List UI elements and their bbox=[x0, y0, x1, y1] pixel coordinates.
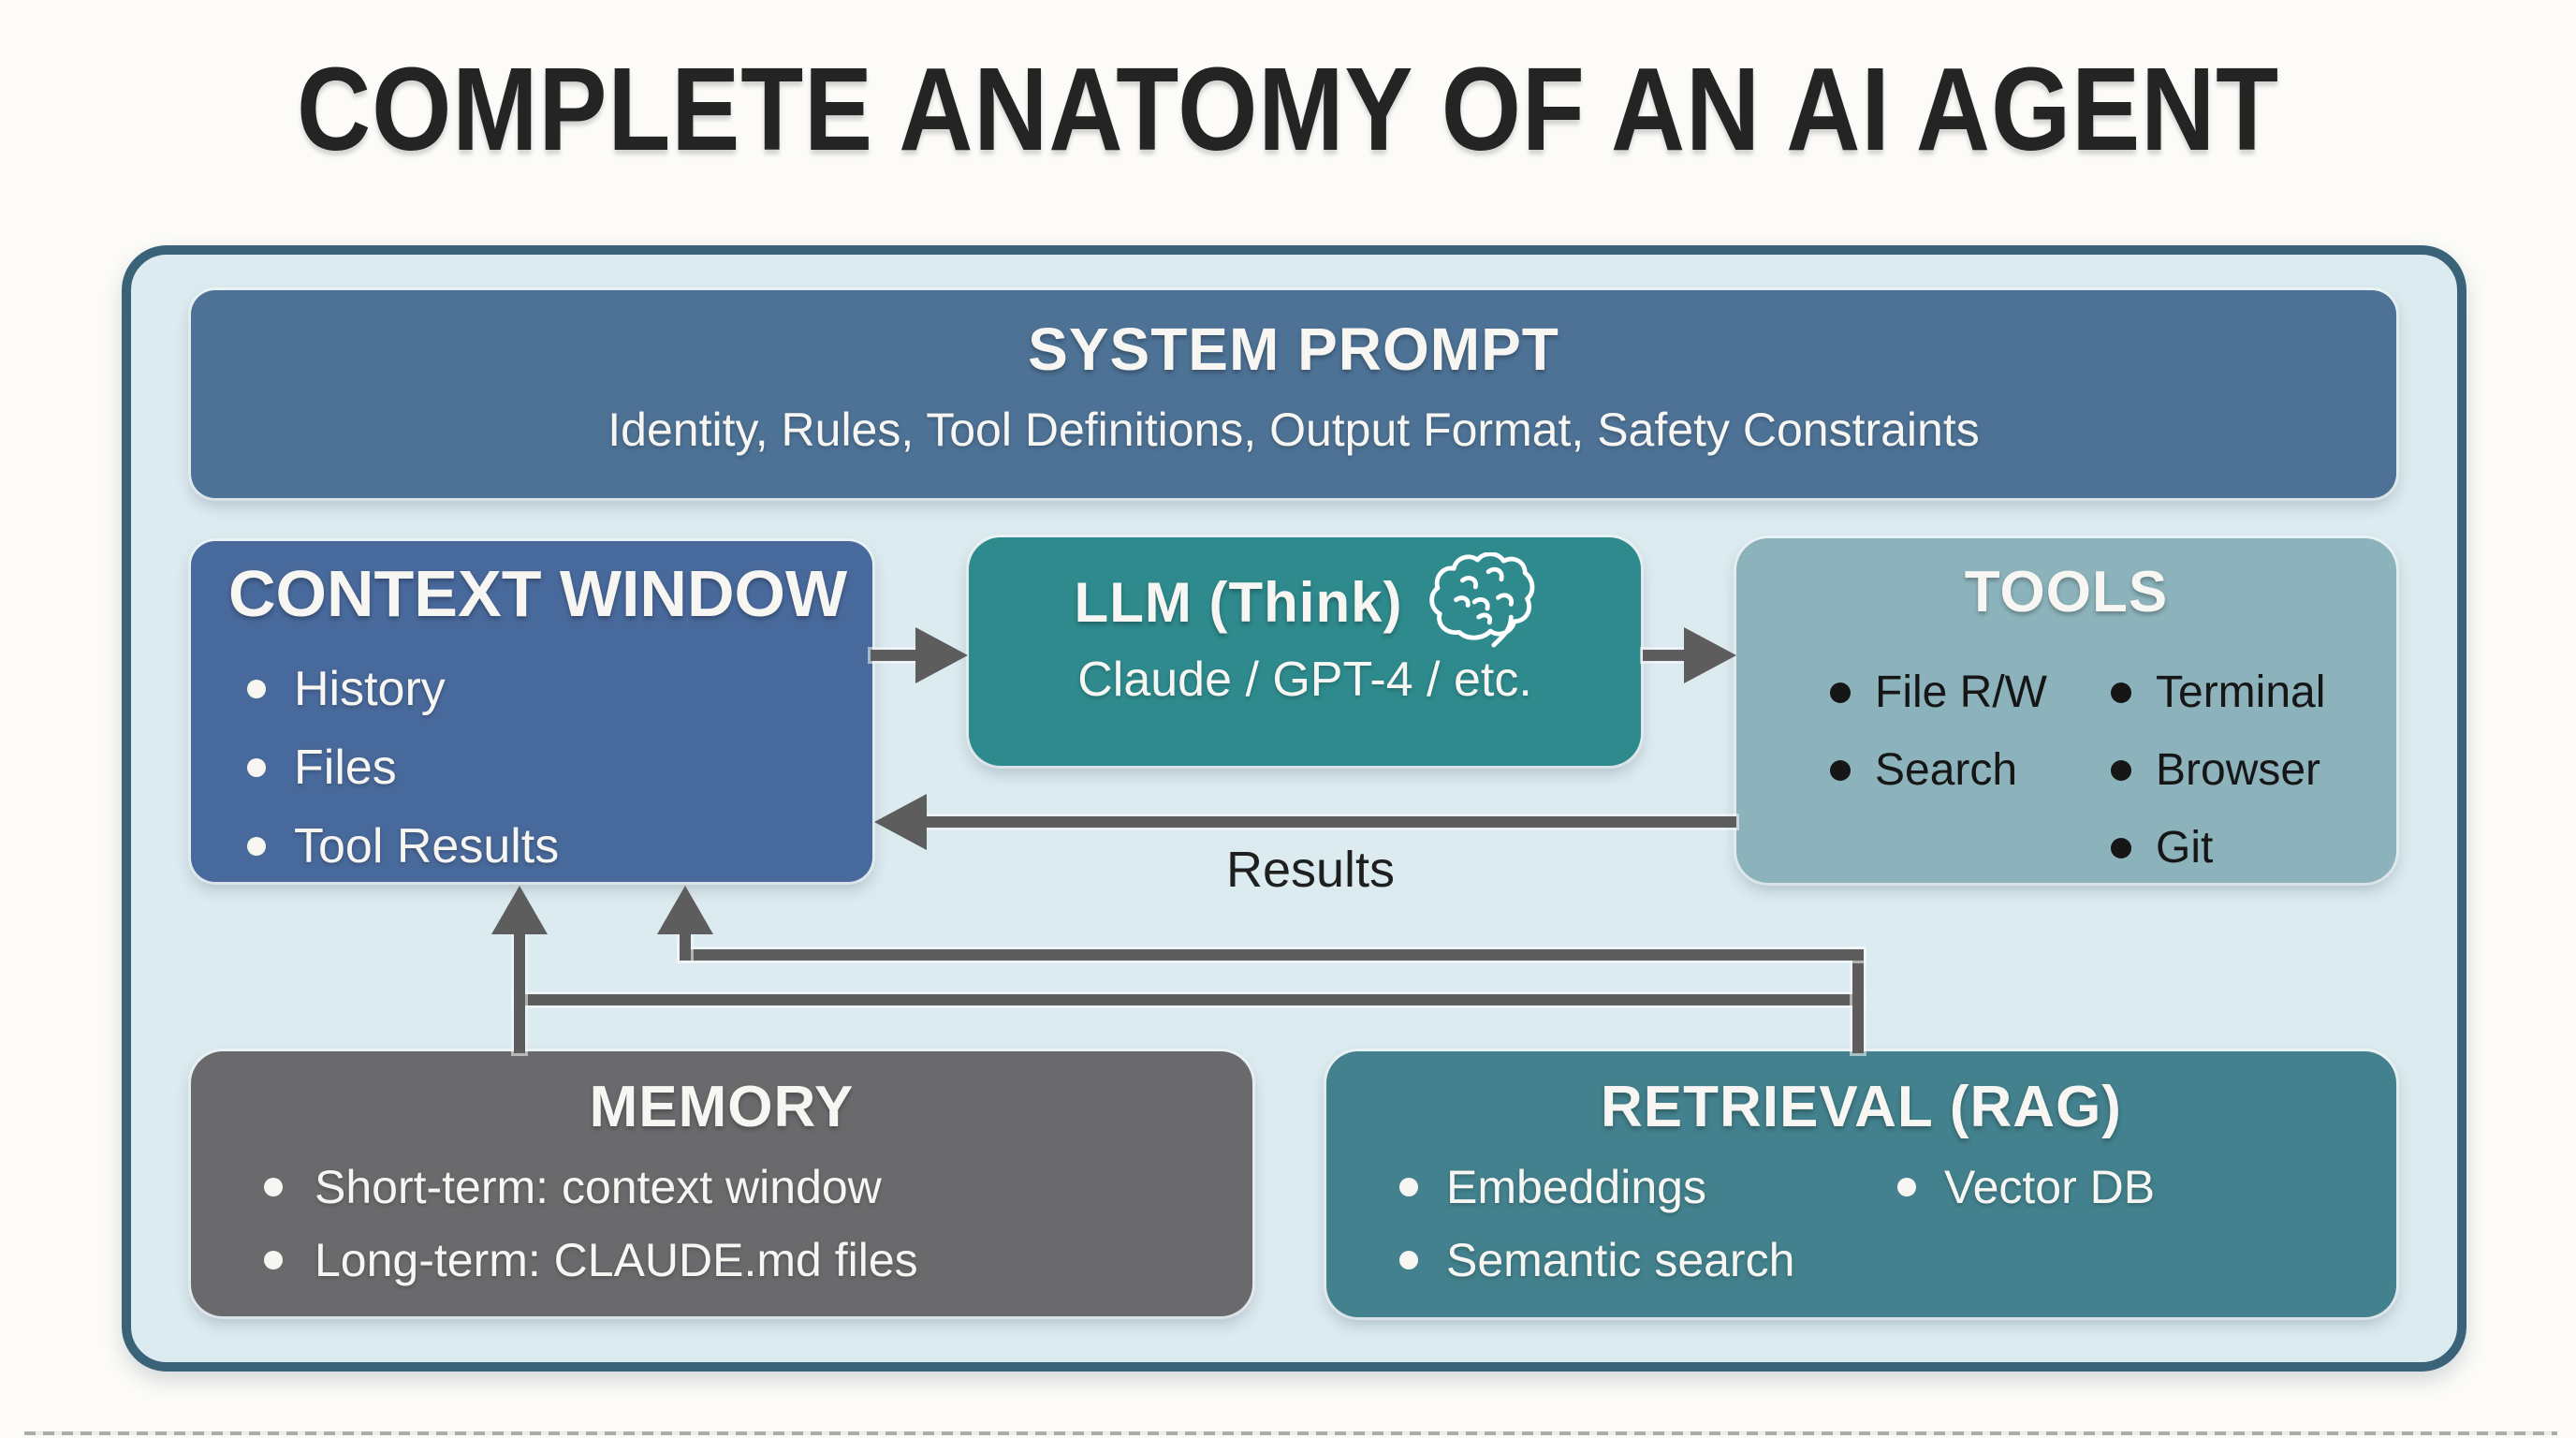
context-window-item: Files bbox=[247, 728, 559, 807]
tools-item: Terminal bbox=[2111, 653, 2325, 731]
arrow-retrieval-to-context-riser bbox=[680, 931, 691, 961]
retrieval-item-label: Embeddings bbox=[1446, 1161, 1706, 1213]
results-label: Results bbox=[1225, 842, 1396, 898]
arrow-retrieval-to-context-stem bbox=[1852, 949, 1864, 1053]
arrow-context-to-llm-line bbox=[871, 650, 915, 661]
tools-item-label: Browser bbox=[2156, 744, 2321, 795]
tools-item-label: Terminal bbox=[2156, 667, 2326, 717]
context-window-item-label: Tool Results bbox=[294, 819, 560, 873]
tools-item: File R/W bbox=[1830, 653, 2047, 731]
system-prompt-box: SYSTEM PROMPT Identity, Rules, Tool Defi… bbox=[191, 290, 2396, 498]
arrow-tools-to-context-head bbox=[874, 794, 927, 850]
bullet-dot bbox=[247, 680, 266, 698]
tools-item-label: Git bbox=[2156, 822, 2214, 873]
context-window-box: CONTEXT WINDOW History Files Tool Result… bbox=[191, 541, 872, 882]
memory-item: Long-term: CLAUDE.md files bbox=[264, 1224, 918, 1297]
system-prompt-title: SYSTEM PROMPT bbox=[1028, 315, 1559, 383]
memory-title: MEMORY bbox=[589, 1075, 855, 1139]
tools-item-label: File R/W bbox=[1875, 667, 2047, 717]
tools-item: Git bbox=[2111, 809, 2325, 887]
page-title: COMPLETE ANATOMY OF AN AI AGENT bbox=[297, 43, 2279, 175]
tools-title: TOOLS bbox=[1964, 560, 2169, 624]
retrieval-column-2: Vector DB bbox=[1897, 1151, 2155, 1224]
context-window-item: History bbox=[247, 650, 559, 728]
retrieval-title: RETRIEVAL (RAG) bbox=[1601, 1075, 2122, 1139]
bullet-dot bbox=[2111, 759, 2131, 781]
retrieval-item-label: Semantic search bbox=[1446, 1234, 1795, 1286]
bullet-dot bbox=[247, 837, 266, 856]
retrieval-column-1: Embeddings Semantic search bbox=[1399, 1151, 1794, 1297]
tools-item: Search bbox=[1830, 731, 2047, 809]
bullet-dot bbox=[2111, 837, 2131, 858]
system-prompt-subtitle: Identity, Rules, Tool Definitions, Outpu… bbox=[607, 404, 1980, 456]
bullet-dot bbox=[1830, 759, 1851, 781]
llm-subtitle: Claude / GPT-4 / etc. bbox=[1077, 653, 1532, 707]
retrieval-box: RETRIEVAL (RAG) Embeddings Semantic sear… bbox=[1326, 1051, 2396, 1317]
arrow-context-to-llm-head bbox=[915, 627, 968, 683]
retrieval-item: Embeddings bbox=[1399, 1151, 1794, 1224]
bullet-dot bbox=[1399, 1251, 1418, 1269]
context-window-item: Tool Results bbox=[247, 807, 559, 886]
retrieval-item: Semantic search bbox=[1399, 1224, 1794, 1297]
context-window-list: History Files Tool Results bbox=[247, 650, 559, 886]
arrow-llm-to-tools-line bbox=[1643, 650, 1688, 661]
memory-box: MEMORY Short-term: context window Long-t… bbox=[191, 1051, 1252, 1316]
context-window-item-label: Files bbox=[294, 741, 397, 795]
memory-item-label: Long-term: CLAUDE.md files bbox=[315, 1234, 918, 1286]
bullet-dot bbox=[264, 1251, 283, 1269]
context-window-item-label: History bbox=[294, 662, 446, 716]
arrow-retrieval-to-context-head bbox=[657, 886, 713, 934]
connector-retrieval-to-memory-line bbox=[514, 994, 1864, 1005]
arrow-retrieval-to-context-hline bbox=[680, 949, 1864, 961]
bullet-dot bbox=[1399, 1178, 1418, 1196]
bullet-dot bbox=[264, 1178, 283, 1196]
brain-icon bbox=[1429, 552, 1535, 648]
llm-title: LLM (Think) bbox=[1074, 570, 1403, 634]
bullet-dot bbox=[2111, 682, 2131, 703]
tools-item-label: Search bbox=[1875, 744, 2018, 795]
bullet-dot bbox=[1897, 1178, 1916, 1196]
memory-list: Short-term: context window Long-term: CL… bbox=[264, 1151, 918, 1297]
bottom-edge-artifact bbox=[24, 1431, 2557, 1435]
arrow-memory-to-context-head bbox=[491, 886, 548, 934]
tools-column-1: File R/W Search bbox=[1830, 653, 2047, 809]
tools-item: Browser bbox=[2111, 731, 2325, 809]
retrieval-item: Vector DB bbox=[1897, 1151, 2155, 1224]
arrow-tools-to-context-line bbox=[925, 816, 1736, 828]
bullet-dot bbox=[1830, 682, 1851, 703]
memory-item: Short-term: context window bbox=[264, 1151, 918, 1224]
tools-box: TOOLS File R/W Search Terminal Browser G… bbox=[1736, 538, 2396, 883]
arrow-llm-to-tools-head bbox=[1684, 627, 1736, 683]
llm-box: LLM (Think) Claude / GPT-4 / etc. bbox=[969, 537, 1641, 766]
llm-title-row: LLM (Think) bbox=[969, 552, 1641, 652]
tools-column-2: Terminal Browser Git bbox=[2111, 653, 2325, 887]
bullet-dot bbox=[247, 758, 266, 777]
retrieval-item-label: Vector DB bbox=[1944, 1161, 2156, 1213]
arrow-memory-to-context-line bbox=[514, 931, 525, 1053]
memory-item-label: Short-term: context window bbox=[315, 1161, 882, 1213]
context-window-title: CONTEXT WINDOW bbox=[228, 557, 848, 630]
